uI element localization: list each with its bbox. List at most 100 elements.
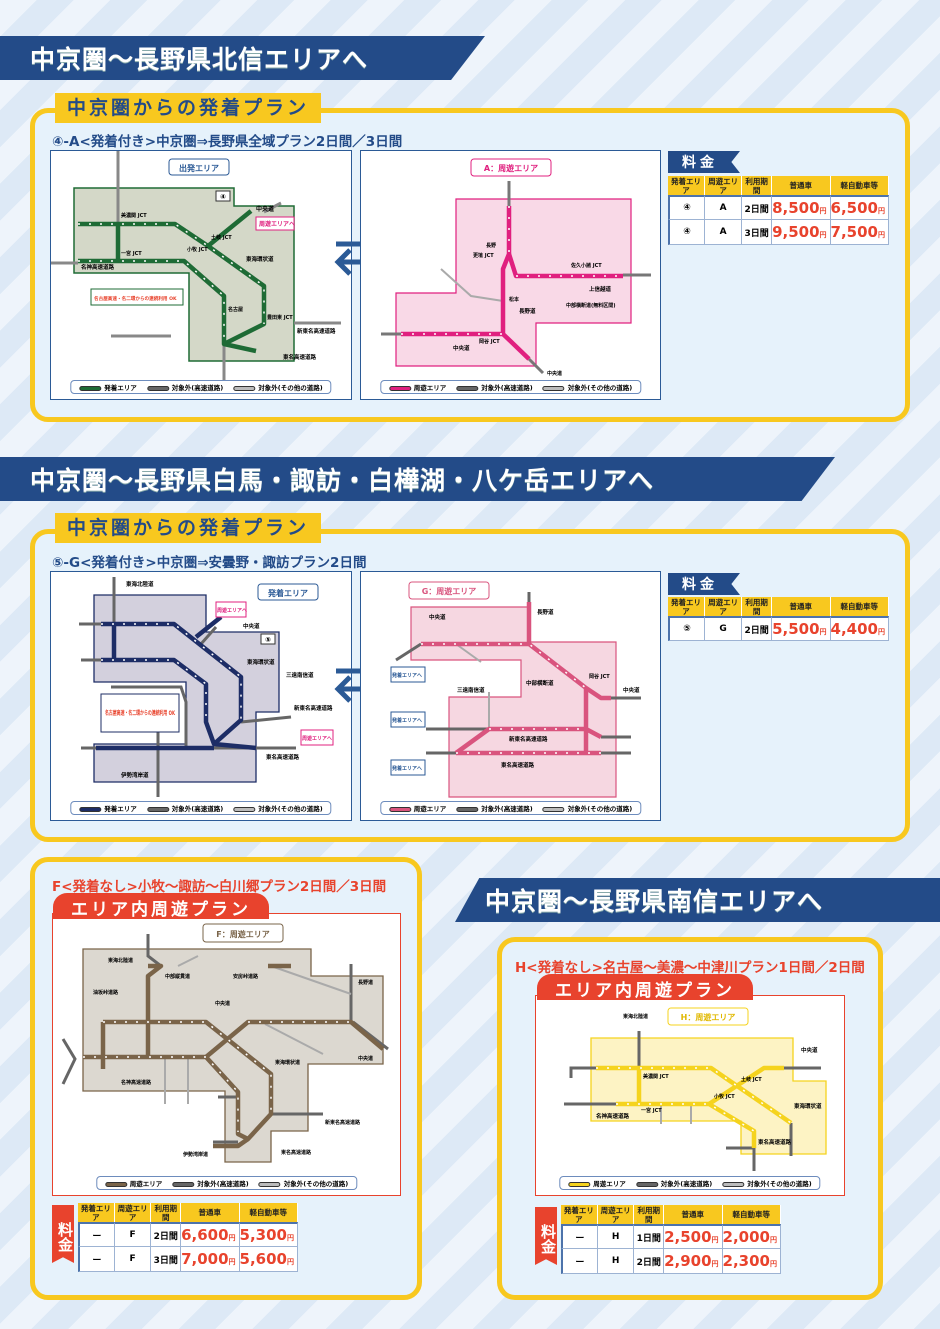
area-shape: [82, 948, 384, 1163]
plan-subtitle: F<発着なし>小牧〜諏訪〜白川郷プラン2日間／3日間: [52, 879, 387, 895]
map-label: 中央道: [215, 1000, 230, 1007]
map-label: 長野: [486, 242, 496, 249]
fee-cell: ー: [78, 1222, 115, 1247]
map-label: 名古屋高速・名二環からの連続利用 OK: [94, 295, 177, 302]
fee-cell: 対象外(その他の道路): [283, 1180, 349, 1188]
plan-subtitle: ⑤-G<発着付き>中京圏⇒安曇野・諏訪プラン2日間: [52, 555, 367, 571]
yen-unit: 円: [228, 1234, 236, 1242]
fee-header: 周遊エリア: [114, 1203, 152, 1222]
map-label: 中部横断道: [526, 679, 554, 687]
map-label: 東名高速道路: [266, 753, 300, 761]
map-label: 新東名高速道路: [509, 735, 548, 743]
map-label: 一宮 JCT: [641, 1107, 662, 1114]
fee-header: 軽自動車等: [722, 1205, 781, 1224]
map-label: 東海北陸道: [108, 957, 133, 964]
map-label: 東名高速道路: [281, 1149, 312, 1156]
fee-cell: 対象外(高速道路): [660, 1180, 713, 1188]
map-legend: 発着エリア対象外(高速道路)対象外(その他の道路): [70, 801, 332, 815]
start-area-map-5: 発着エリア ⑤ 東海北陸道 中央道 東海環状道 東名高速道路 新東名高速道路 伊…: [50, 571, 352, 821]
yen-unit: 円: [287, 1234, 294, 1242]
map-label: 東海北陸道: [126, 580, 154, 588]
fee-cell: 発着エリア: [104, 384, 137, 392]
fee-title: 料金: [52, 1205, 74, 1263]
fee-cell: 2日間: [634, 1249, 665, 1274]
banner-title: 中京圏〜長野県白馬・諏訪・白樺湖・八ケ岳エリアへ: [30, 466, 655, 495]
fee-header: 発着エリア: [78, 1203, 115, 1222]
map-label: 中部横断道(無料区間): [566, 302, 616, 309]
section-banner-nanshin: 中京圏〜長野県南信エリアへ: [455, 878, 940, 922]
fee-cell: ④: [668, 195, 706, 220]
map-label: 伊勢湾岸道: [182, 1151, 208, 1158]
fee-cell: G: [705, 616, 743, 641]
fee-header: 軽自動車等: [830, 597, 889, 616]
map-legend: 発着エリア対象外(高速道路)対象外(その他の道路): [70, 380, 332, 394]
fee-header: 利用期間: [742, 597, 773, 616]
yen-unit: 円: [878, 628, 885, 636]
fee-cell: 2,000: [722, 1228, 770, 1246]
fee-cell: ー: [561, 1249, 598, 1274]
fee-header: 発着エリア: [668, 176, 706, 195]
fee-cell: 7,000: [181, 1250, 229, 1268]
fee-cell: 対象外(その他の道路): [567, 384, 633, 392]
map-label: 更埴 JCT: [473, 252, 494, 259]
map-label: 名古屋高速・名二環からの連続利用 OK: [105, 709, 175, 717]
fee-header: 軽自動車等: [830, 176, 889, 195]
svg-text:出発エリア: 出発エリア: [179, 163, 219, 173]
fee-cell: 6,500: [830, 199, 878, 217]
map-label: 三遠南信道: [457, 686, 485, 694]
fee-cell: F: [114, 1247, 152, 1272]
banner-title: 中京圏〜長野県北信エリアへ: [30, 45, 369, 74]
map-legend: 周遊エリア対象外(高速道路)対象外(その他の道路): [559, 1176, 821, 1190]
fee-cell: 周遊エリア: [413, 805, 447, 813]
fee-cell: 2,900: [664, 1252, 712, 1270]
map-label: 長野道: [537, 608, 554, 616]
map-label: 東海環状道: [275, 1059, 300, 1066]
area-shape: [73, 187, 295, 362]
fee-cell: A: [705, 220, 743, 245]
area-title: G：周遊エリア: [422, 586, 477, 596]
fee-cell: 7,500: [830, 223, 878, 241]
plan-subtitle: ④-A<発着付き>中京圏⇒長野県全域プラン2日間／3日間: [52, 134, 403, 150]
fee-title: 料金: [668, 573, 740, 595]
fee-cell: 3日間: [742, 220, 773, 245]
map-label: 東名高速道路: [501, 761, 535, 769]
area-shape: [93, 594, 280, 783]
fee-header: 周遊エリア: [705, 597, 743, 616]
route-map: 出発エリア ④ 中央道 周遊エリアへ 東海環状道 名神高速道路 名古屋高速・名二…: [51, 151, 341, 381]
map-label: 東名高速道路: [283, 353, 317, 361]
map-label: 発着エリアへ: [391, 765, 422, 772]
yen-unit: 円: [711, 1260, 719, 1268]
banner-title: 中京圏〜長野県南信エリアへ: [485, 887, 824, 916]
plan-tab: 中京圏からの発着プラン: [55, 93, 322, 123]
plan-subtitle: H<発着なし>名古屋〜美濃〜中津川プラン1日間／2日間: [515, 960, 865, 976]
map-label: 東名高速道路: [758, 1138, 792, 1146]
map-label: 伊勢湾岸道: [120, 771, 149, 779]
fee-cell: 5,300: [239, 1226, 287, 1244]
plan-tab: 中京圏からの発着プラン: [55, 513, 322, 543]
start-area-map-4: 出発エリア ④ 中央道 周遊エリアへ 東海環状道 名神高速道路 名古屋高速・名二…: [50, 150, 352, 400]
tour-area-map-f: F：周遊エリア 東海北陸道 中部縦貫道 安房峠道路 中央道 長野道 東海環状道 …: [52, 913, 401, 1196]
area-title: 発着エリア: [267, 588, 308, 598]
map-legend: 周遊エリア対象外(高速道路)対象外(その他の道路): [379, 801, 642, 815]
fee-header: 普通車: [181, 1203, 240, 1222]
map-label: 一宮 JCT: [121, 250, 142, 257]
fee-cell: 対象外(その他の道路): [747, 1180, 812, 1188]
route-map: G：周遊エリア 長野道 中央道 中部横断道 三遠南信道 新東名高速道路 東名高速…: [390, 581, 641, 798]
yen-unit: 円: [287, 1258, 294, 1266]
section-banner-hokushin: 中京圏〜長野県北信エリアへ: [0, 36, 485, 80]
map-label: 油坂峠道路: [93, 989, 119, 996]
route-map: 発着エリア ⑤ 東海北陸道 中央道 東海環状道 東名高速道路 新東名高速道路 伊…: [79, 577, 334, 797]
map-label: 中央道: [243, 622, 260, 630]
fee-cell: 対象外(高速道路): [171, 805, 224, 813]
tour-area-map-a: A：周遊エリア 上信越道 長野道 中央道 中部横断道(無料区間) 更埴 JCT …: [360, 150, 661, 400]
plan-tab: エリア内周遊プラン: [53, 893, 269, 920]
map-label: 東海環状道: [247, 658, 275, 666]
fee-cell: ④: [668, 220, 706, 245]
fee-cell: H: [597, 1224, 635, 1249]
fee-cell: 2,500: [664, 1228, 712, 1246]
map-label: 名神高速道路: [121, 1079, 152, 1086]
fee-cell: F: [114, 1222, 152, 1247]
